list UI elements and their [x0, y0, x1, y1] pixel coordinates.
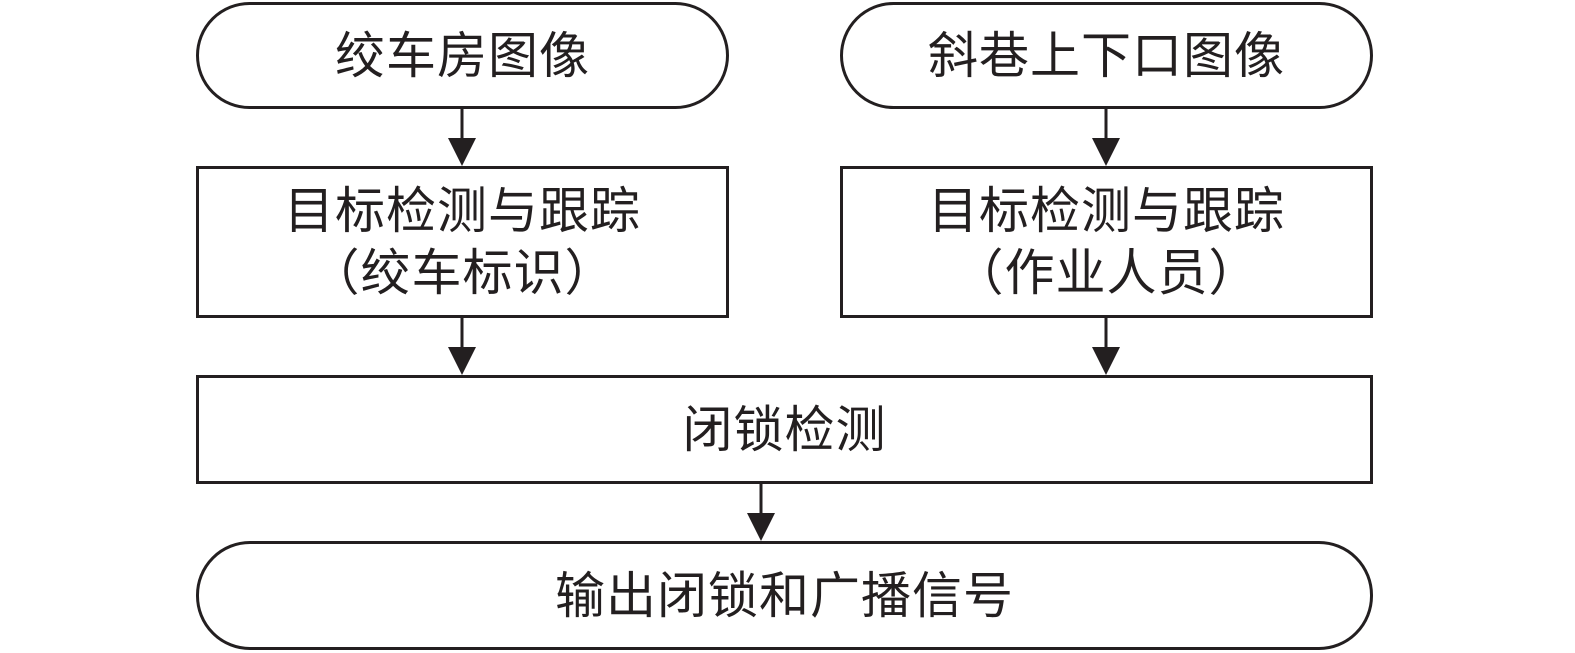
arrow-lock-to-output — [747, 484, 775, 541]
process-node-detect-track-winch: 目标检测与跟踪 （绞车标识） — [196, 166, 729, 318]
end-node-output-signal: 输出闭锁和广播信号 — [196, 541, 1373, 650]
start-node-incline-portal-image: 斜巷上下口图像 — [840, 2, 1373, 109]
arrow-winch-image-to-detect — [448, 109, 476, 166]
node-label-line2: （绞车标识） — [309, 244, 616, 302]
node-label-line1: 目标检测与跟踪 — [928, 182, 1285, 240]
process-node-lock-detection: 闭锁检测 — [196, 375, 1373, 484]
node-label: 绞车房图像 — [335, 26, 590, 85]
start-node-winch-room-image: 绞车房图像 — [196, 2, 729, 109]
process-node-detect-track-worker: 目标检测与跟踪 （作业人员） — [840, 166, 1373, 318]
node-label-line2: （作业人员） — [953, 244, 1260, 302]
arrow-detect-worker-to-lock — [1092, 318, 1120, 375]
node-label: 斜巷上下口图像 — [928, 26, 1285, 85]
node-label: 输出闭锁和广播信号 — [555, 566, 1014, 625]
arrow-detect-winch-to-lock — [448, 318, 476, 375]
node-label-line1: 目标检测与跟踪 — [284, 182, 641, 240]
arrow-incline-image-to-detect — [1092, 109, 1120, 166]
node-label: 闭锁检测 — [682, 400, 887, 459]
